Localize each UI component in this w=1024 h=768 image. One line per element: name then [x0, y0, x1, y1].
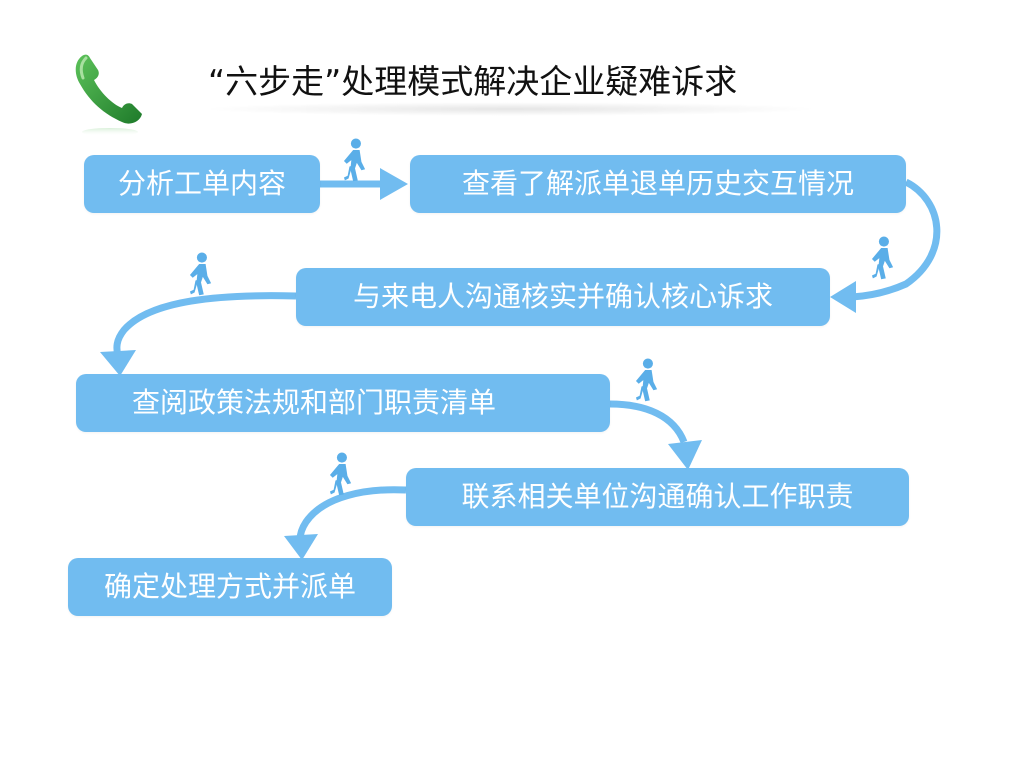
walking-person-icon [329, 452, 352, 496]
step-analyze-ticket: 分析工单内容 [84, 155, 320, 213]
title-underline [200, 102, 820, 116]
walking-person-icon [189, 252, 212, 296]
walking-person-icon [871, 236, 894, 280]
step-label: 查看了解派单退单历史交互情况 [461, 167, 854, 200]
step-check-policies: 查阅政策法规和部门职责清单 [76, 374, 610, 432]
connector-4-5 [609, 400, 702, 470]
connector-3-4 [100, 292, 297, 376]
walking-person-icon [635, 358, 658, 402]
connector-5-6 [284, 486, 407, 560]
step-label: 确定处理方式并派单 [103, 570, 356, 603]
walking-person-icon [343, 138, 366, 182]
step-label: 与来电人沟通核实并确认核心诉求 [352, 280, 773, 313]
step-confirm-core-request: 与来电人沟通核实并确认核心诉求 [296, 268, 830, 326]
phone-icon [75, 54, 142, 136]
connector-1-2 [320, 168, 408, 200]
step-label: 联系相关单位沟通确认工作职责 [461, 480, 854, 513]
page-title: “六步走”处理模式解决企业疑难诉求 [208, 62, 738, 101]
step-label: 分析工单内容 [117, 167, 286, 200]
step-label: 查阅政策法规和部门职责清单 [132, 386, 497, 419]
step-dispatch: 确定处理方式并派单 [68, 558, 392, 616]
step-review-history: 查看了解派单退单历史交互情况 [410, 155, 906, 213]
step-contact-units: 联系相关单位沟通确认工作职责 [406, 468, 909, 526]
